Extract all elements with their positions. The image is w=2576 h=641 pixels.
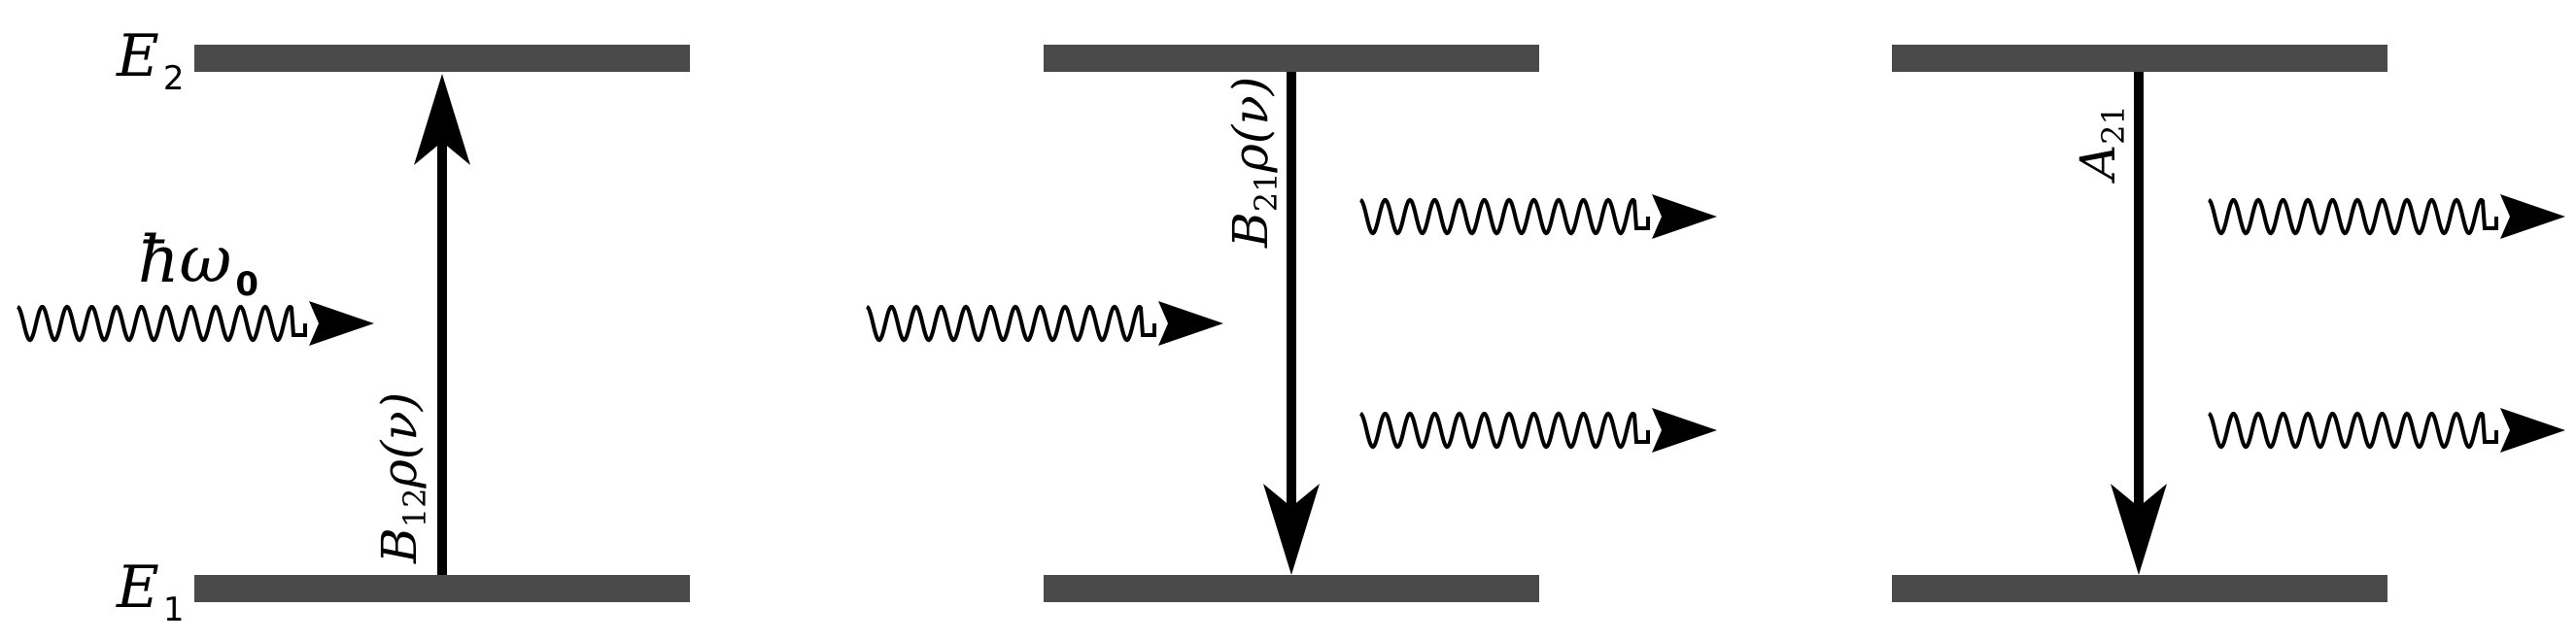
stimulated-emission-coefficient-label: B21ρ(ν) (1222, 77, 1285, 249)
upper-level-bar (1044, 45, 1539, 72)
stimulated-emission-arrow-head (1263, 484, 1320, 575)
absorption-coefficient-label: B12ρ(ν) (371, 392, 433, 564)
emitted-photon-wave-upper (1359, 197, 1650, 236)
emitted-photon-wave-lower (2208, 411, 2498, 450)
emitted-photon-wave-upper (2208, 197, 2498, 236)
lower-level-bar (1044, 575, 1539, 602)
absorption-arrow-head (414, 74, 470, 165)
incident-photon-arrowhead (1158, 301, 1223, 346)
incident-photon-wave (866, 304, 1156, 343)
upper-level-bar (1892, 45, 2387, 72)
emitted-photon-arrowhead-lower (2500, 408, 2565, 453)
spontaneous-emission-arrow-head (2111, 484, 2167, 575)
incident-photon-wave (17, 304, 307, 343)
emitted-photon-wave-lower (1359, 411, 1650, 450)
emitted-photon-arrowhead-upper (1652, 194, 1717, 239)
incident-photon-arrowhead (309, 301, 374, 346)
lower-level-bar (1892, 575, 2387, 602)
lower-level-subscript: 1 (163, 590, 185, 629)
lower-level-bar (194, 575, 690, 602)
upper-level-subscript: 2 (163, 59, 185, 98)
emitted-photon-arrowhead-upper (2500, 194, 2565, 239)
spontaneous-emission-coefficient-label: A21 (2070, 105, 2132, 184)
lower-level-symbol: E (116, 554, 159, 622)
emitted-photon-arrowhead-lower (1652, 408, 1717, 453)
panel-spontaneous-emission: A21 (1892, 45, 2565, 602)
panel-stimulated-emission: B21ρ(ν) (866, 45, 1717, 602)
upper-level-symbol: E (116, 22, 159, 90)
upper-level-bar (194, 45, 690, 72)
